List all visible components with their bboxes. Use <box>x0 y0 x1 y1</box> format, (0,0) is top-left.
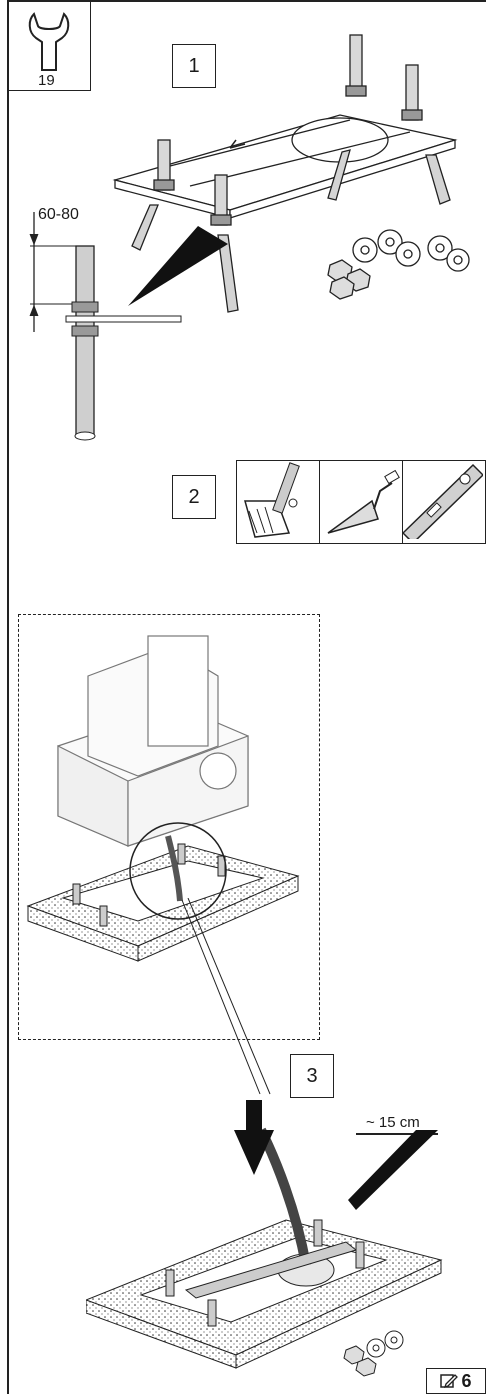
direction-arrow <box>229 139 246 149</box>
step-1-badge: 1 <box>172 44 216 88</box>
step-3-number: 3 <box>306 1064 318 1087</box>
tools-strip <box>236 460 486 545</box>
anchor-legs <box>131 149 451 313</box>
nuts-and-washers <box>327 229 470 300</box>
gate-motor <box>57 635 249 847</box>
wrench-size-label: 19 <box>38 72 55 89</box>
step-2-badge: 2 <box>172 475 216 519</box>
spirit-level-icon <box>401 463 485 545</box>
bolt-height-label: 60-80 <box>38 206 79 223</box>
level-panel <box>401 461 485 545</box>
excavator-panel <box>237 461 320 543</box>
zoom-connector <box>181 898 271 1095</box>
base-levelling-illustration <box>86 1100 443 1377</box>
wrench-icon <box>28 12 70 71</box>
motor-installation-illustration <box>26 635 300 962</box>
cable-magnifier <box>129 822 227 920</box>
page-number-badge: 6 <box>426 1368 486 1394</box>
page-top-border <box>7 0 486 2</box>
trowel-icon <box>327 469 400 534</box>
threaded-bolts <box>153 34 423 226</box>
motor-detail-frame <box>18 614 320 1040</box>
detail-pointer <box>128 226 228 306</box>
tool-box: 19 <box>8 0 91 91</box>
excavator-icon <box>244 462 300 538</box>
foundation-plate-illustration <box>112 34 470 313</box>
page-left-border <box>7 0 9 1394</box>
cable-length-label: ~ 15 cm <box>366 1114 420 1131</box>
step-2-number: 2 <box>188 485 200 508</box>
edit-note-icon <box>440 1374 459 1389</box>
trowel-panel <box>320 461 403 543</box>
cable-length-underline <box>356 1133 438 1135</box>
spare-washers <box>343 1330 404 1377</box>
step-3-badge: 3 <box>290 1054 334 1098</box>
bolt-height-detail <box>29 212 182 441</box>
page-number: 6 <box>461 1370 472 1391</box>
step-1-number: 1 <box>188 54 200 77</box>
